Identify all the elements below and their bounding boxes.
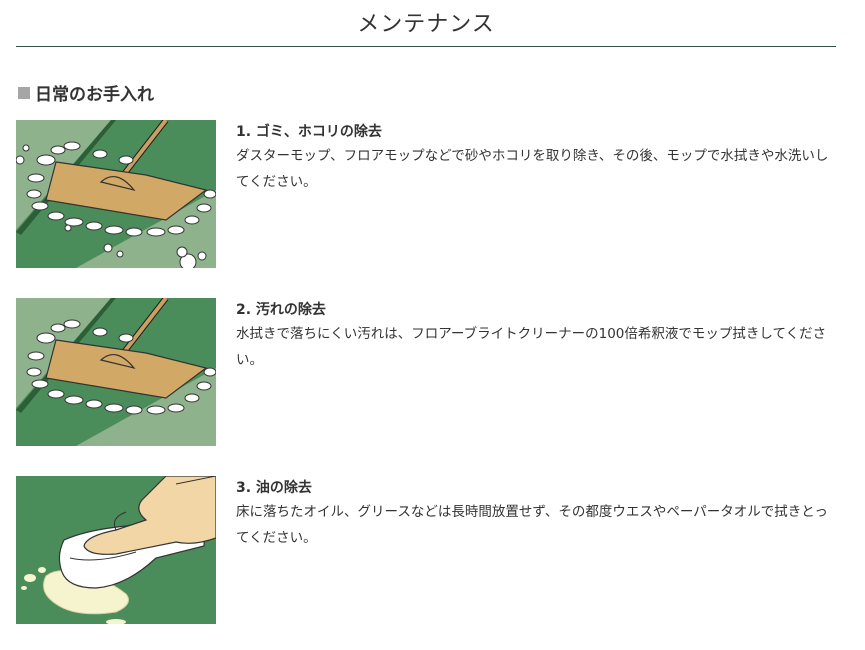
item-title: 3. 油の除去 [236, 480, 312, 496]
item-description: ダスターモップ、フロアモップなどで砂やホコリを取り除き、その後、モップで水拭きや… [236, 148, 829, 190]
section-heading-text: 日常のお手入れ [35, 85, 154, 105]
maintenance-item: 3. 油の除去 床に落ちたオイル、グリースなどは長時間放置せず、その都度ウエスや… [16, 476, 836, 624]
title-divider [16, 46, 836, 47]
hand-wiping-icon [16, 476, 216, 624]
item-description: 床に落ちたオイル、グリースなどは長時間放置せず、その都度ウエスやペーパータオルで… [236, 504, 828, 546]
maintenance-item: 2. 汚れの除去 水拭きで落ちにくい汚れは、フロアーブライトクリーナーの100倍… [16, 298, 836, 446]
item-description: 水拭きで落ちにくい汚れは、フロアーブライトクリーナーの100倍希釈液でモップ拭き… [236, 326, 827, 368]
section-heading: 日常のお手入れ [18, 80, 154, 105]
square-bullet-icon [18, 86, 30, 99]
maintenance-item: 1. ゴミ、ホコリの除去 ダスターモップ、フロアモップなどで砂やホコリを取り除き… [16, 120, 836, 268]
item-title: 1. ゴミ、ホコリの除去 [236, 124, 382, 140]
dust-mop-icon [16, 120, 216, 268]
page-title: メンテナンス [357, 12, 495, 37]
mop-icon [16, 298, 216, 446]
item-title: 2. 汚れの除去 [236, 302, 326, 318]
